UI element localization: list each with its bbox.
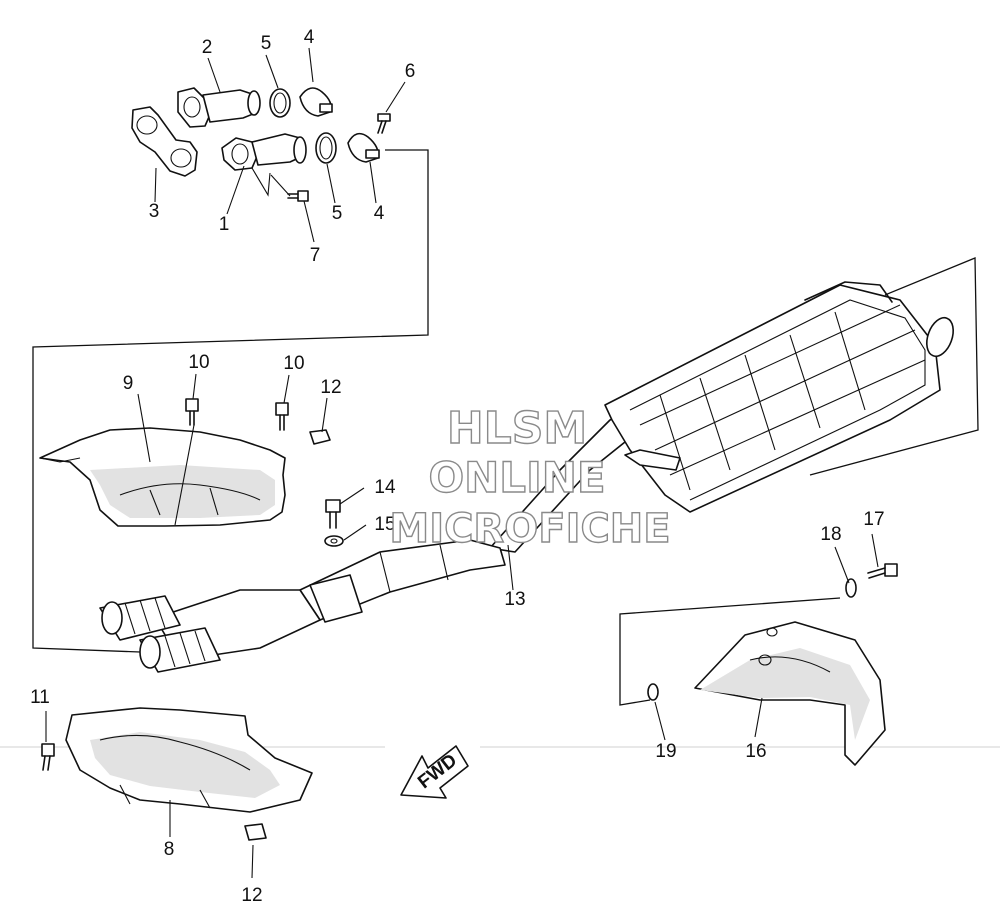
callout-10-right: 10 xyxy=(283,353,304,374)
fwd-arrow: FWD xyxy=(400,745,469,799)
watermark-line-1: HLSM xyxy=(447,403,587,454)
exhaust-pipe-1 xyxy=(221,133,307,171)
callout-4-upper: 4 xyxy=(304,27,315,48)
callout-17: 17 xyxy=(863,509,884,530)
callout-2: 2 xyxy=(202,37,213,58)
bolt-14 xyxy=(325,499,341,529)
bolt-6 xyxy=(377,113,391,134)
callout-10-left: 10 xyxy=(188,352,209,373)
callout-7: 7 xyxy=(310,245,321,266)
bolt-17 xyxy=(867,563,898,579)
callout-11: 11 xyxy=(30,687,50,708)
watermark-line-2: ONLINE xyxy=(428,453,605,502)
clamp-4-upper xyxy=(299,87,333,117)
callout-12-upper: 12 xyxy=(320,377,341,398)
washer-18 xyxy=(845,578,857,598)
callout-19: 19 xyxy=(655,741,676,762)
flex-joint-upper xyxy=(99,595,181,641)
front-assembly-frame xyxy=(32,149,429,653)
bolt-10-right xyxy=(275,402,289,431)
rear-heat-shield-16 xyxy=(694,621,886,766)
callout-5-upper: 5 xyxy=(261,33,272,54)
callout-16: 16 xyxy=(745,741,766,762)
flex-joint-lower xyxy=(139,627,221,673)
callout-13: 13 xyxy=(504,589,525,610)
clip-12-upper xyxy=(309,429,331,445)
bolt-11 xyxy=(41,743,55,771)
callout-14: 14 xyxy=(374,477,396,498)
bolt-10-left xyxy=(185,398,199,426)
callout-15: 15 xyxy=(374,514,395,535)
washer-19 xyxy=(647,683,659,701)
bolt-7 xyxy=(287,190,309,202)
lower-shield-8 xyxy=(65,707,313,813)
callout-8: 8 xyxy=(164,839,175,860)
callout-12-lower: 12 xyxy=(241,885,262,906)
washer-15 xyxy=(324,535,344,547)
gasket-5-upper xyxy=(269,88,291,118)
muffler-frame-bottom xyxy=(619,597,841,706)
gasket-5-lower xyxy=(315,132,337,164)
heat-shield-9 xyxy=(39,427,286,527)
callout-3: 3 xyxy=(149,201,160,222)
callout-9: 9 xyxy=(123,373,134,394)
muffler-13 xyxy=(99,281,954,673)
callout-5-lower: 5 xyxy=(332,203,343,224)
callout-6: 6 xyxy=(405,61,416,82)
callout-18: 18 xyxy=(820,524,841,545)
exhaust-pipe-2 xyxy=(177,87,261,128)
callout-1: 1 xyxy=(219,214,230,235)
muffler-frame-top xyxy=(809,257,979,476)
clamp-4-lower xyxy=(347,132,380,163)
callout-4-lower: 4 xyxy=(374,203,385,224)
watermark-line-3: MICROFICHE xyxy=(389,506,670,552)
clip-12-lower xyxy=(244,823,267,841)
gasket-3 xyxy=(131,106,198,177)
